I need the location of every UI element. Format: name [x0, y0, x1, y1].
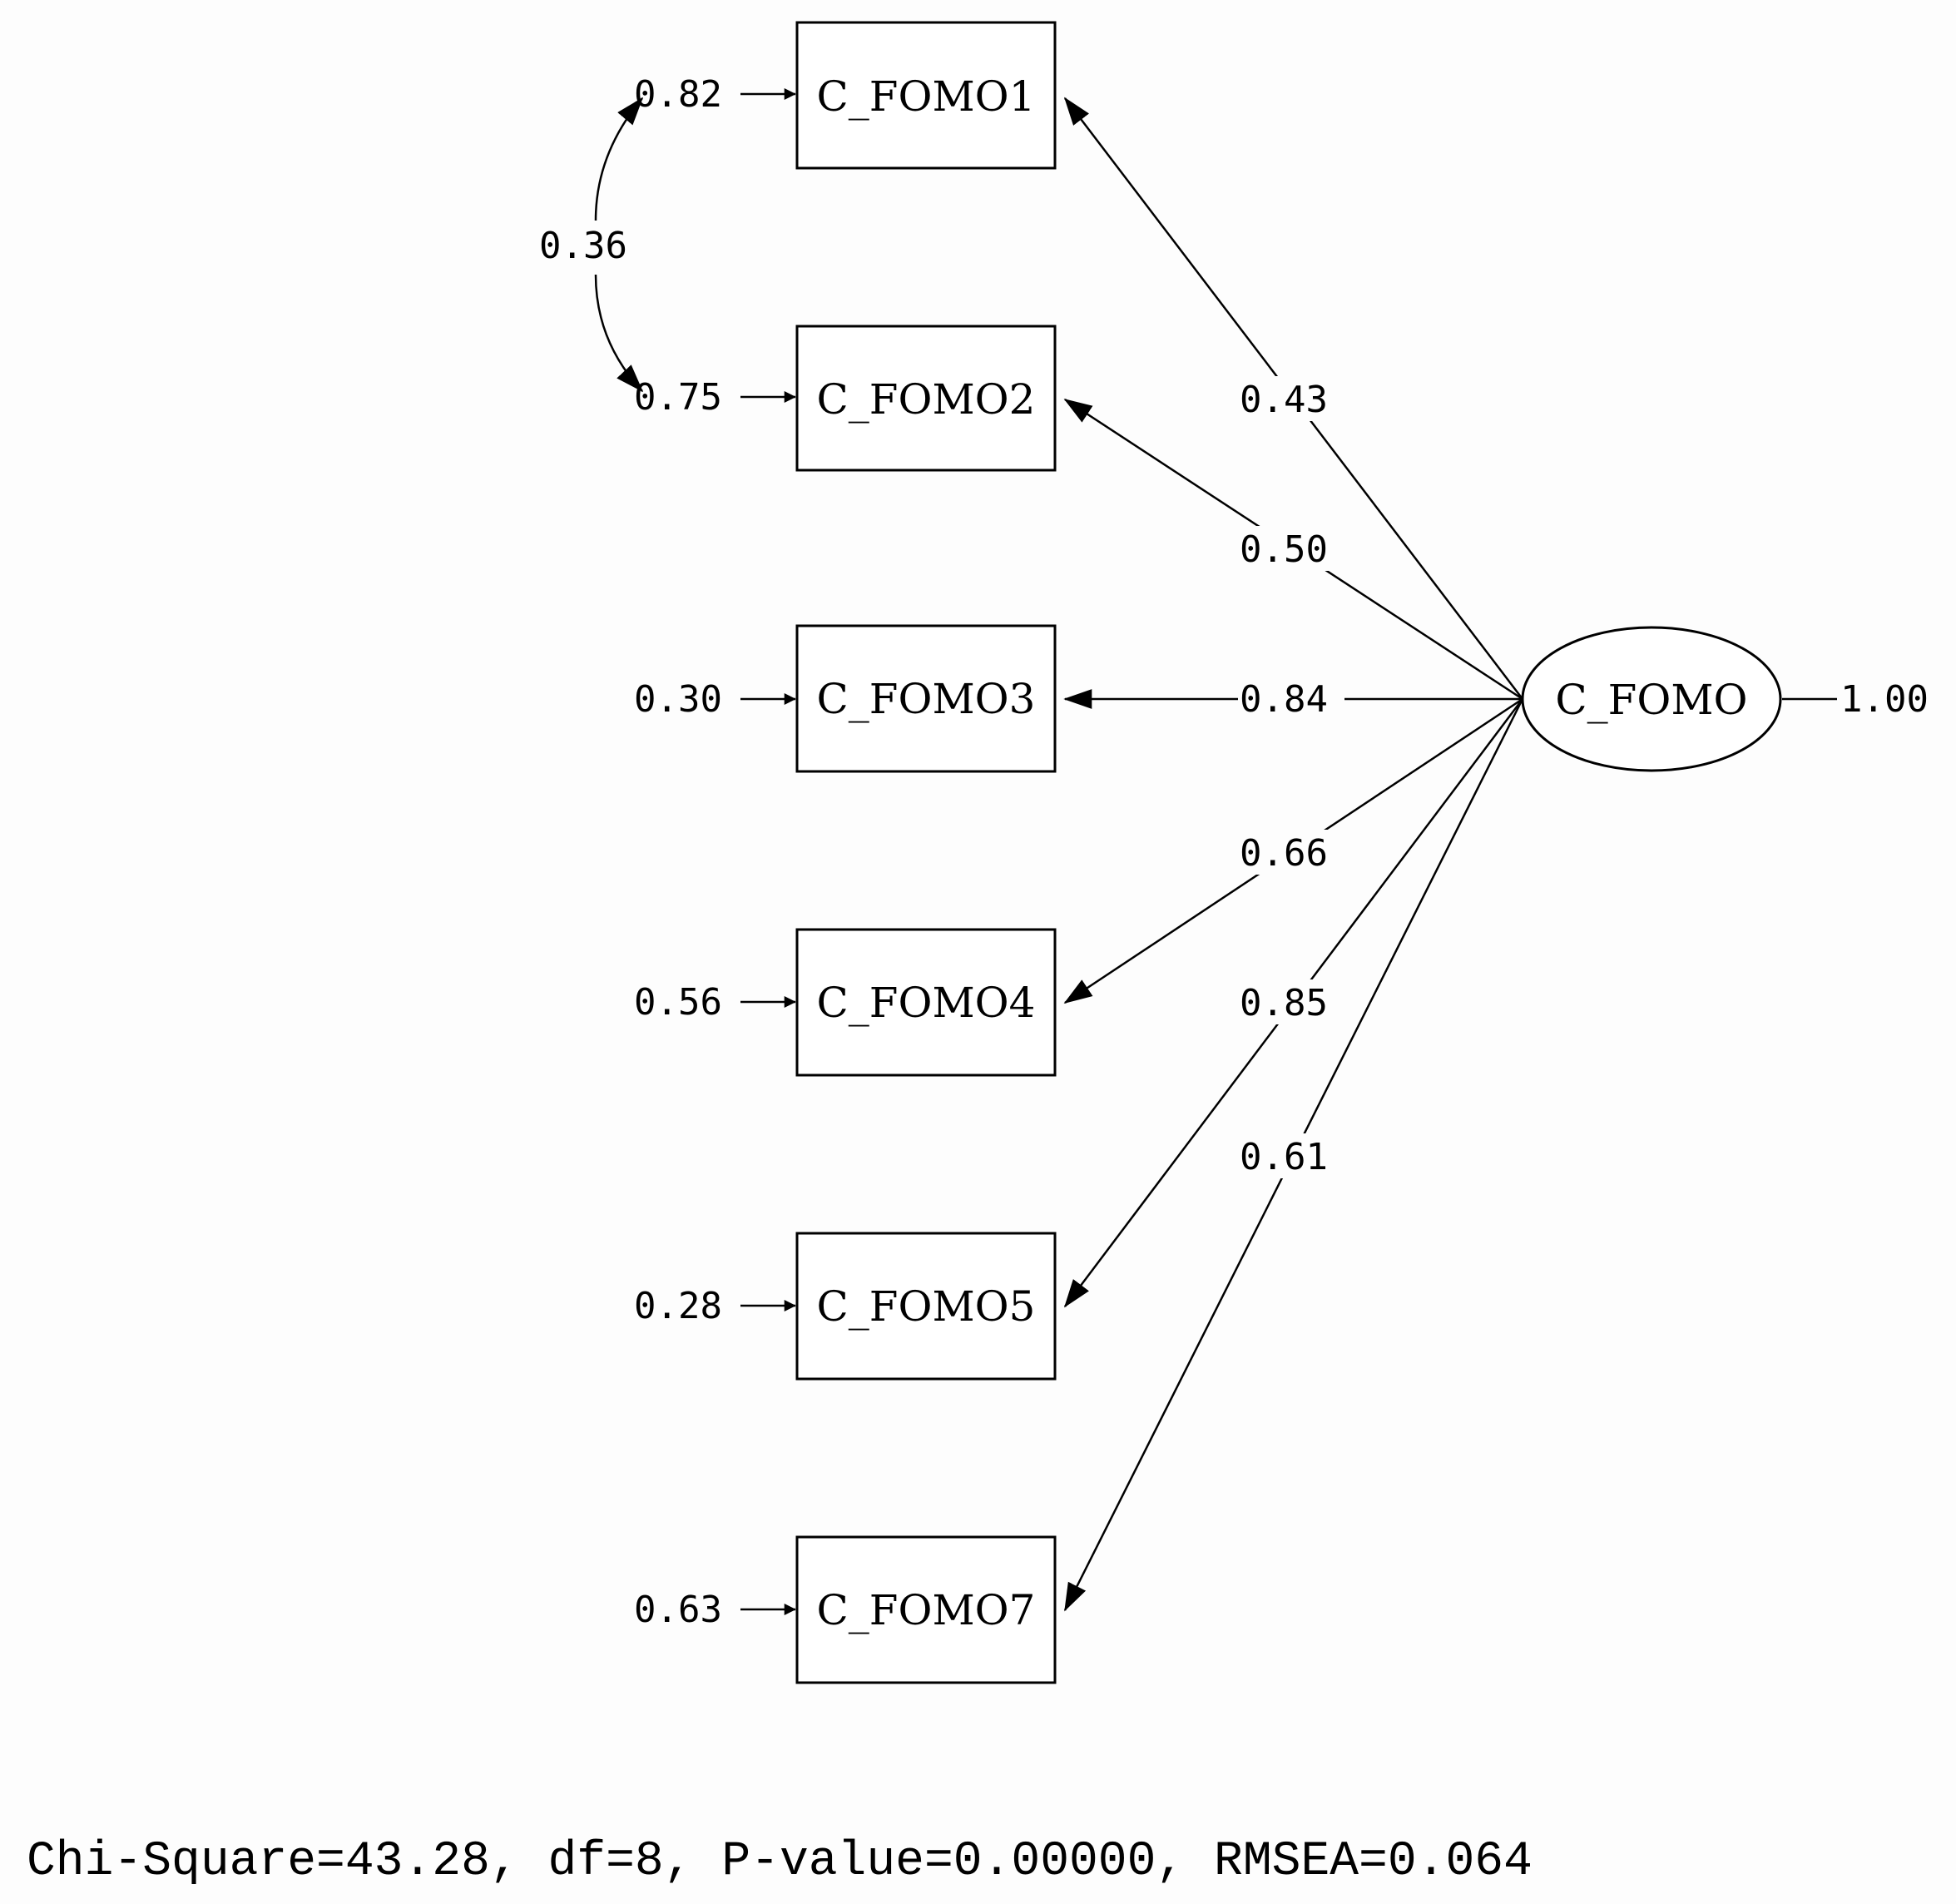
box-c-fomo3 [795, 624, 1057, 773]
loading-value-c-fomo7: 0.61 [1240, 1136, 1328, 1178]
indicator-name-c-fomo3: C_FOMO3 [817, 675, 1036, 723]
box-c-fomo5 [795, 1232, 1057, 1381]
loading-value-c-fomo1: 0.43 [1240, 379, 1328, 421]
indicator-name-c-fomo1: C_FOMO1 [817, 72, 1036, 121]
indicator-name-c-fomo7: C_FOMO7 [817, 1586, 1036, 1634]
loading-labels: 0.43 0.50 0.84 0.66 0.85 0.61 [1238, 376, 1344, 1178]
error-value-c-fomo5: 0.28 [634, 1285, 722, 1327]
error-value-c-fomo3: 0.30 [634, 678, 722, 721]
error-value-c-fomo4: 0.56 [634, 981, 722, 1024]
error-value-c-fomo1: 0.82 [634, 73, 722, 116]
error-value-c-fomo7: 0.63 [634, 1589, 722, 1631]
box-c-fomo2 [795, 325, 1057, 472]
covariance-value: 0.36 [539, 225, 627, 267]
latent-name: C_FOMO [1555, 676, 1747, 724]
box-c-fomo1 [795, 21, 1057, 170]
indicator-name-c-fomo5: C_FOMO5 [817, 1282, 1036, 1331]
box-c-fomo4 [795, 928, 1057, 1077]
error-covariance: 0.36 [539, 97, 644, 393]
fit-statistics: Chi-Square=43.28, df=8, P-value=0.00000,… [27, 1835, 1533, 1889]
indicator-name-c-fomo4: C_FOMO4 [817, 979, 1036, 1027]
loading-value-c-fomo5: 0.85 [1240, 982, 1328, 1024]
error-value-c-fomo2: 0.75 [634, 376, 722, 419]
box-c-fomo7 [795, 1535, 1057, 1684]
covariance-curve-lower [594, 274, 644, 393]
loading-value-c-fomo3: 0.84 [1240, 678, 1328, 721]
indicator-boxes: C_FOMO1 C_FOMO2 C_FOMO3 C_FOMO4 C_FOMO5 … [795, 21, 1057, 1684]
indicator-name-c-fomo2: C_FOMO2 [817, 375, 1036, 424]
latent-variance-value: 1.00 [1840, 678, 1929, 721]
loading-value-c-fomo2: 0.50 [1240, 528, 1328, 571]
error-variances: 0.82 0.75 0.30 0.56 0.28 0.63 [634, 73, 796, 1631]
latent-variable: C_FOMO 1.00 [1521, 626, 1929, 772]
latent-ellipse [1521, 626, 1782, 772]
covariance-curve-upper [594, 97, 644, 221]
loading-value-c-fomo4: 0.66 [1240, 832, 1328, 875]
